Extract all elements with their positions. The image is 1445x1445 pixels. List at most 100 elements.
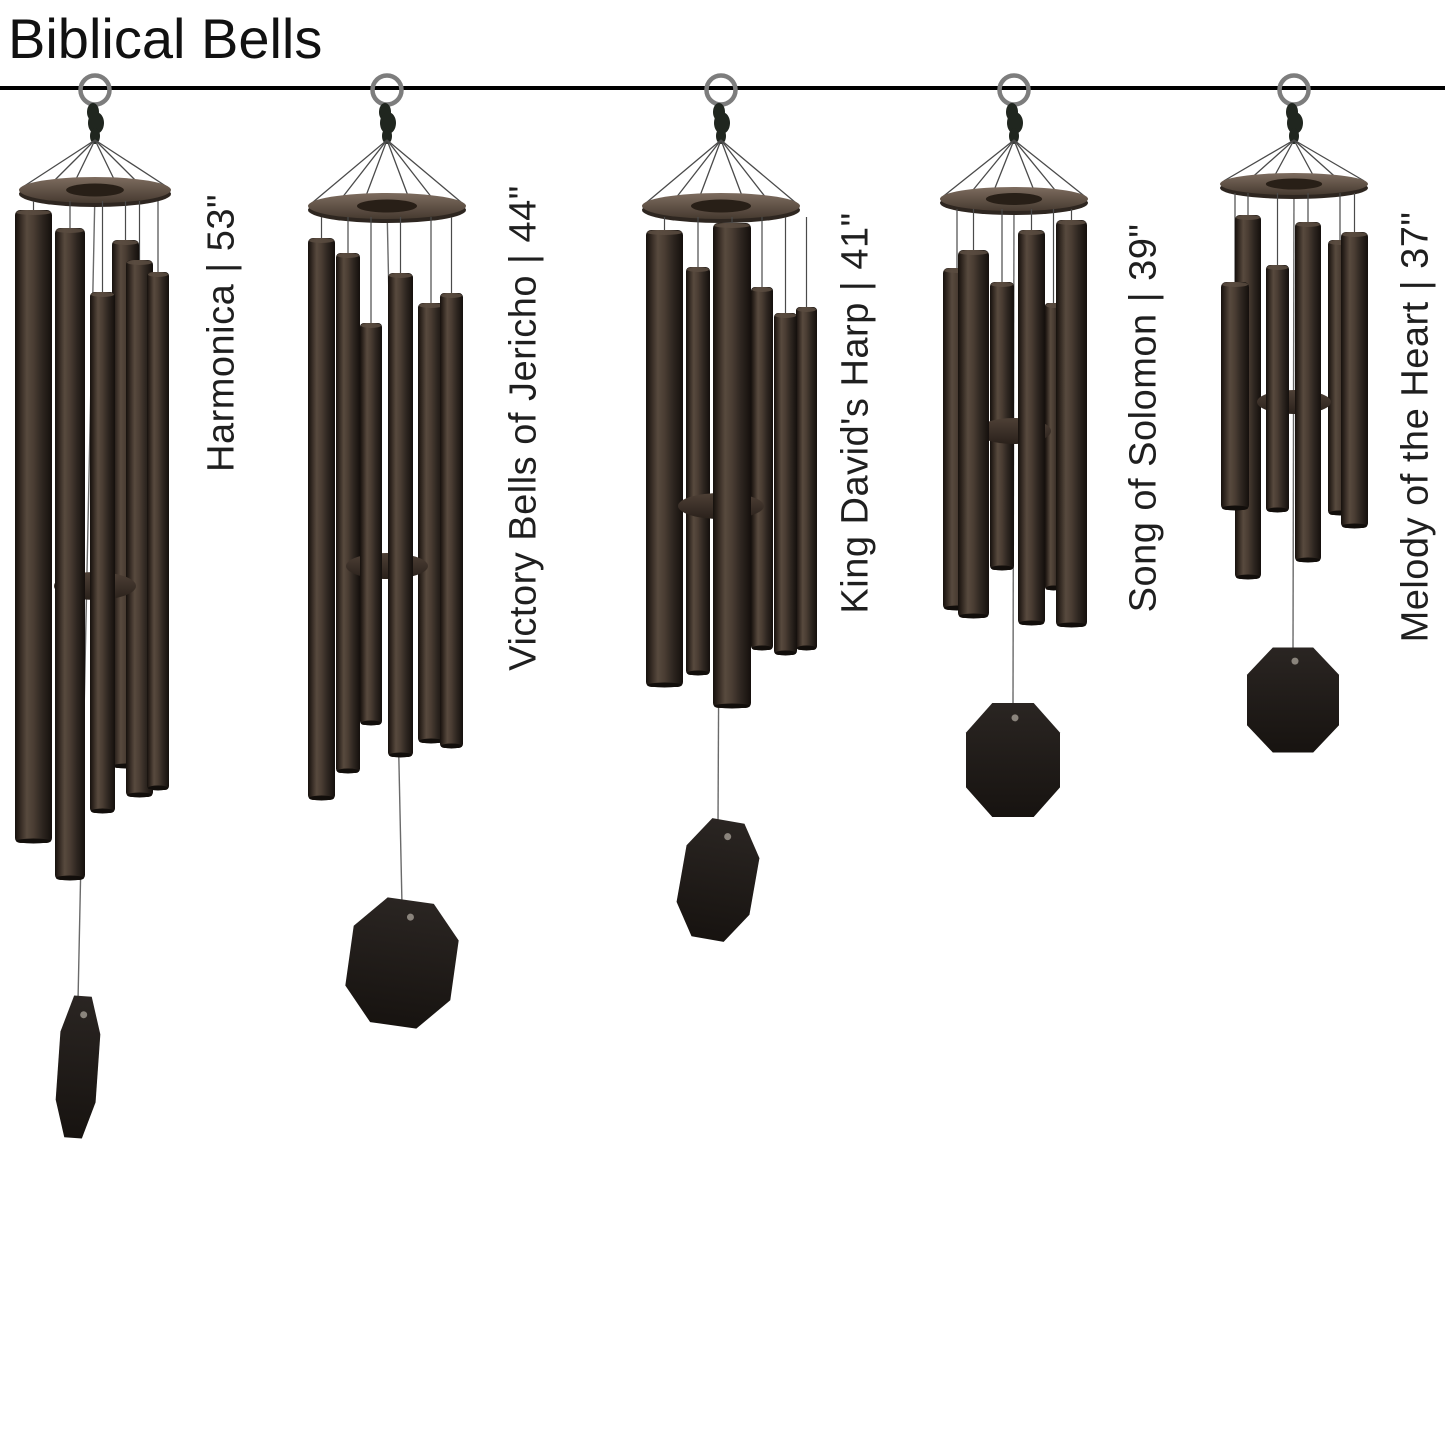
chime-tube-top bbox=[56, 228, 84, 233]
canopy-hole bbox=[985, 193, 1043, 205]
sail bbox=[676, 818, 760, 942]
chime-tube bbox=[55, 228, 85, 880]
chime-tube-top bbox=[1296, 222, 1320, 227]
chime-tube-bottom bbox=[441, 743, 462, 749]
sail-group bbox=[1247, 647, 1339, 753]
chime-tube-bottom bbox=[1236, 574, 1260, 580]
chime-label-harmonica: Harmonica | 53" bbox=[200, 194, 243, 472]
canopy-hole bbox=[66, 183, 124, 197]
suspension-string bbox=[22, 139, 96, 188]
chime-tube-bottom bbox=[56, 875, 84, 881]
chime-tube-top bbox=[991, 282, 1013, 287]
chime-tube-bottom bbox=[1342, 523, 1367, 529]
hanging-bar-line bbox=[0, 86, 1445, 90]
chime-tube-top bbox=[441, 293, 462, 298]
chime-tube bbox=[336, 253, 360, 773]
chime-tube bbox=[958, 250, 989, 618]
chime-tube bbox=[796, 307, 817, 650]
striker-disc bbox=[346, 553, 428, 579]
hanging-ring bbox=[997, 73, 1031, 107]
chime-tube-bottom bbox=[419, 738, 443, 744]
chime-tube bbox=[686, 267, 710, 675]
cord-knot bbox=[90, 128, 100, 144]
chime-tube bbox=[15, 210, 52, 843]
chime-tube bbox=[147, 272, 169, 790]
chime-label-song-of-solomon: Song of Solomon | 39" bbox=[1122, 223, 1165, 613]
suspension-string bbox=[991, 139, 1015, 197]
suspension-string bbox=[386, 139, 437, 204]
chime-tube bbox=[418, 303, 444, 743]
sail-hole bbox=[1291, 657, 1299, 665]
cord-knot bbox=[1287, 112, 1303, 134]
chime-tube-top bbox=[752, 287, 772, 292]
suspension-string bbox=[645, 139, 722, 204]
chime-tube bbox=[1341, 232, 1368, 528]
chime-tube-top bbox=[419, 303, 443, 308]
chime-melody-of-the-heart bbox=[1220, 73, 1368, 753]
chime-label-victory-bells-of-jericho: Victory Bells of Jericho | 44" bbox=[502, 185, 545, 671]
chime-tube bbox=[388, 273, 413, 757]
hanging-ring bbox=[78, 73, 112, 107]
sail-string bbox=[1292, 183, 1295, 653]
chime-tube-top bbox=[309, 238, 334, 243]
chime-victory-bells-of-jericho bbox=[308, 73, 466, 1029]
cord-knot bbox=[380, 112, 396, 134]
suspension-string bbox=[1013, 139, 1037, 197]
chime-tube bbox=[1221, 282, 1249, 510]
cord-knot bbox=[1289, 128, 1299, 144]
suspension-string bbox=[720, 139, 797, 204]
hanging-ring bbox=[704, 73, 738, 107]
chime-king-david-s-harp bbox=[642, 73, 817, 942]
suspension-string bbox=[1293, 139, 1341, 182]
sail-hole bbox=[406, 913, 414, 921]
chime-tube-bottom bbox=[647, 682, 682, 688]
chime-tube-top bbox=[959, 250, 988, 255]
suspension-string bbox=[311, 139, 388, 204]
chime-tube-bottom bbox=[361, 720, 381, 726]
sail-group bbox=[345, 897, 459, 1029]
chime-tube-top bbox=[1019, 230, 1044, 235]
suspension-string bbox=[1247, 139, 1295, 182]
chime-tube-bottom bbox=[991, 565, 1013, 571]
chime-tube-top bbox=[16, 210, 51, 215]
hanging-ring bbox=[1277, 73, 1311, 107]
chime-tube-top bbox=[389, 273, 412, 278]
chime-tube bbox=[360, 323, 382, 725]
canopy-hole bbox=[690, 199, 752, 213]
cord-knot bbox=[382, 128, 392, 144]
chime-tube bbox=[1056, 220, 1087, 627]
suspension-string bbox=[1013, 139, 1085, 197]
chime-tube-bottom bbox=[337, 768, 359, 774]
chime-tube bbox=[90, 292, 115, 813]
suspension-string bbox=[1013, 139, 1061, 197]
chime-tube bbox=[713, 223, 751, 708]
chime-tube-bottom bbox=[1267, 507, 1288, 513]
chime-tube-bottom bbox=[687, 670, 709, 676]
sail bbox=[345, 897, 459, 1029]
chime-tube-top bbox=[1222, 282, 1248, 287]
chime-tube bbox=[1266, 265, 1289, 512]
suspension-string bbox=[720, 139, 771, 204]
sail-group bbox=[55, 995, 101, 1139]
chime-tube-top bbox=[797, 307, 816, 312]
sail bbox=[966, 703, 1060, 817]
chime-tube-bottom bbox=[797, 645, 816, 651]
suspension-string bbox=[967, 139, 1015, 197]
chime-song-of-solomon bbox=[940, 73, 1088, 817]
chime-tube-top bbox=[775, 313, 796, 318]
chime-tube bbox=[646, 230, 683, 687]
chime-tube bbox=[440, 293, 463, 748]
chime-tube bbox=[308, 238, 335, 800]
sail bbox=[55, 995, 101, 1139]
chime-tube bbox=[751, 287, 773, 650]
chime-tube-bottom bbox=[775, 650, 796, 656]
cord-knot bbox=[714, 112, 730, 134]
chime-tube-top bbox=[337, 253, 359, 258]
chime-tube bbox=[1018, 230, 1045, 625]
chime-tube-bottom bbox=[1296, 557, 1320, 563]
chime-tube-bottom bbox=[1222, 505, 1248, 511]
chime-tube-bottom bbox=[1019, 620, 1044, 626]
chime-tube-top bbox=[127, 260, 152, 265]
chime-tube-top bbox=[91, 292, 114, 297]
